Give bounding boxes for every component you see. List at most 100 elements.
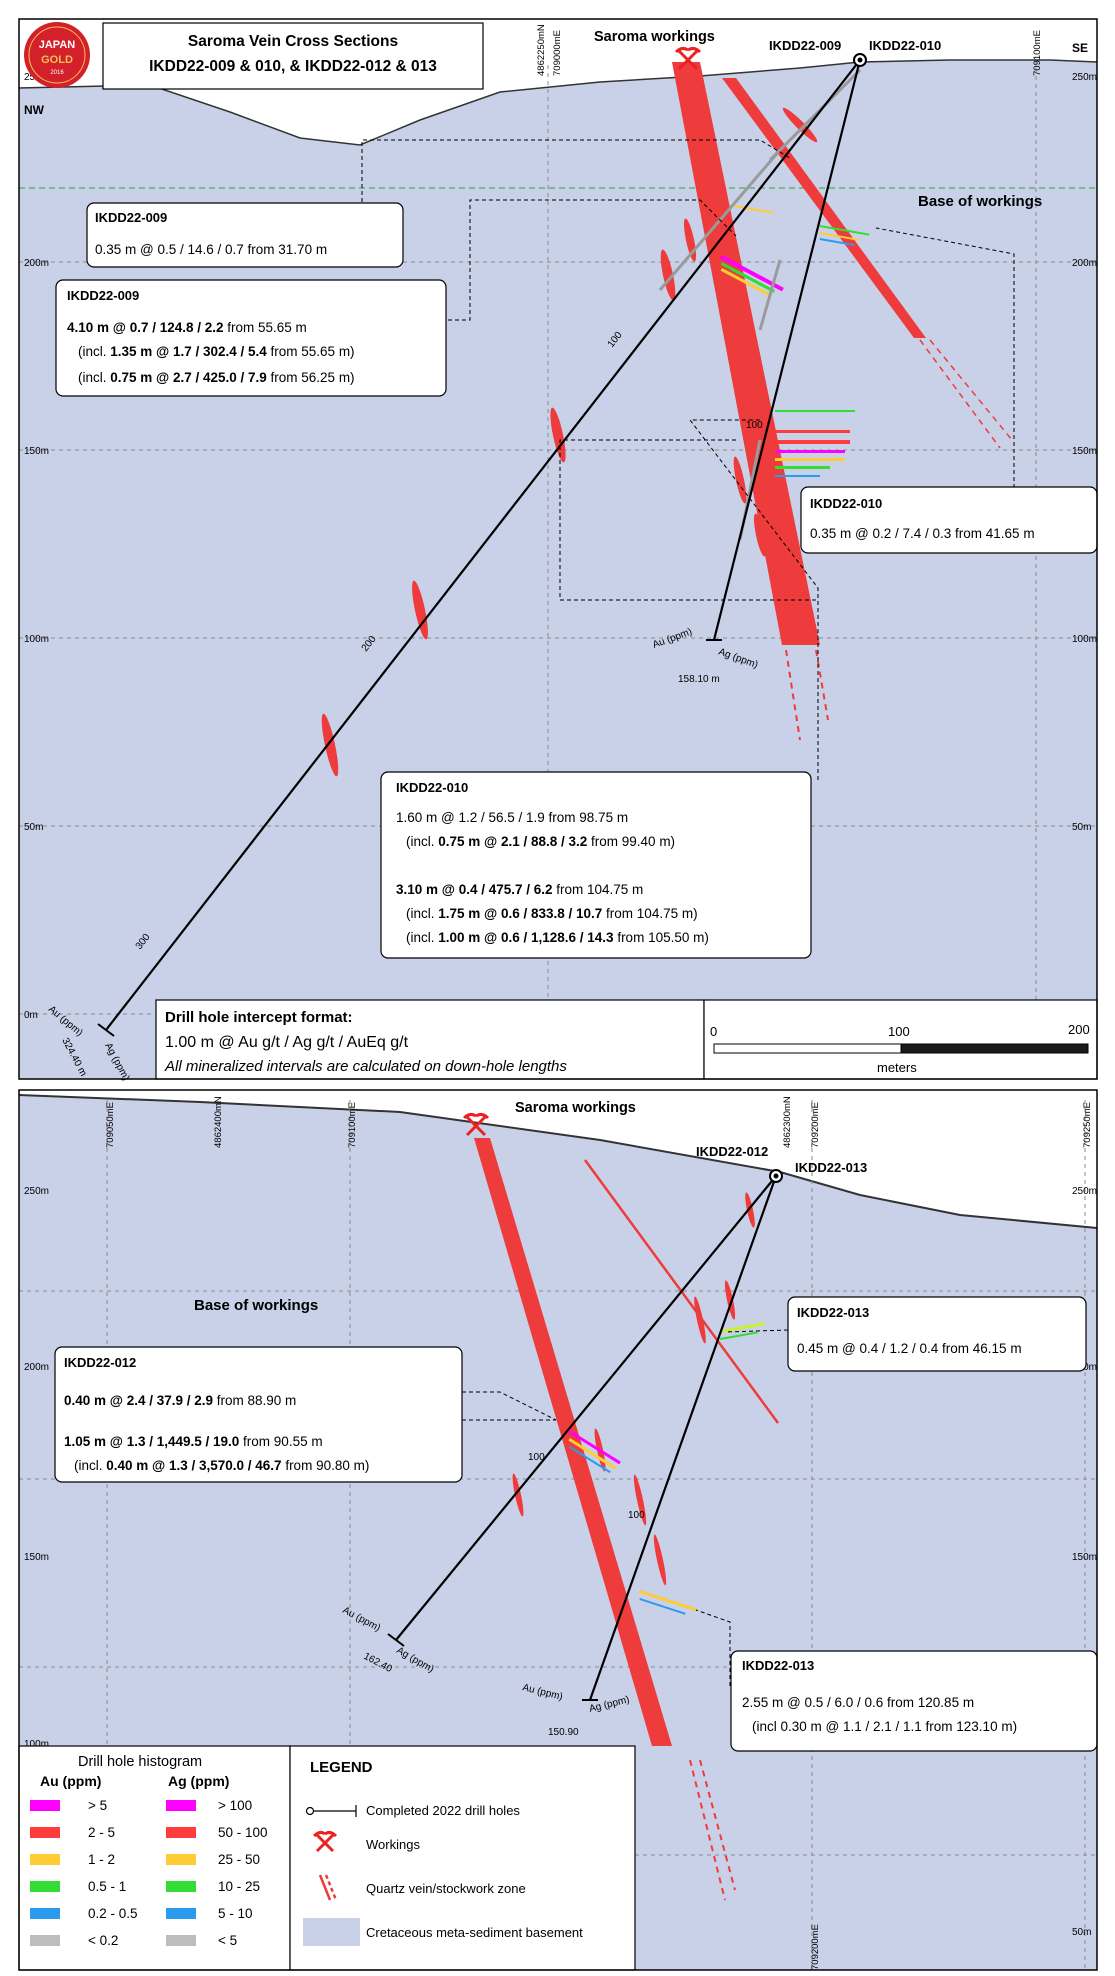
ag-range-label: 5 - 10 [218,1906,253,1921]
bottom-section: 250m 200m 150m 100m 250m 200m 150m 50m 7… [18,1089,1098,1971]
top-histogram-bars [720,205,870,477]
callout-ikdd22-009-b: IKDD22-009 4.10 m @ 0.7 / 124.8 / 2.2 fr… [55,279,447,397]
histogram-legend: Drill hole histogram Au (ppm) Ag (ppm) >… [18,1745,291,1971]
au-range-label: > 5 [88,1798,107,1813]
au-swatch [30,1800,60,1811]
logo-text: JAPAN [39,39,76,51]
elev-label: 50m [1072,1927,1091,1938]
au-range-label: < 0.2 [88,1933,118,1948]
ag-range-label: > 100 [218,1798,252,1813]
vein-extension [919,339,1001,449]
callout-row: 1.60 m @ 1.2 / 56.5 / 1.9 from 98.75 m [396,810,628,825]
elev-label: 50m [24,822,43,833]
top-elevations-right: 250m 200m 150m 100m 50m [1072,72,1097,833]
ag-range-label: 25 - 50 [218,1852,260,1867]
callout-title: IKDD22-010 [396,780,468,795]
elev-label: 50m [1072,822,1091,833]
ag-header: Ag (ppm) [168,1773,229,1789]
callout-ikdd22-013-a: IKDD22-013 0.45 m @ 0.4 / 1.2 / 0.4 from… [787,1296,1087,1372]
callout-row: (incl 0.30 m @ 1.1 / 2.1 / 1.1 from 123.… [752,1719,1017,1734]
elev-label: 100m [1072,634,1097,645]
callout-title: IKDD22-010 [810,496,882,511]
top-section: 250m 200m 150m 100m 50m 0m 250m 200m 150… [18,18,1098,1083]
secondary-vein-zone [722,78,926,338]
depth-tick: 100 [528,1452,545,1463]
workings-label: Saroma workings [515,1100,636,1116]
coord-label: 4862300mN [782,1096,793,1148]
coord-label: 709250mE [1082,1102,1093,1148]
workings-label: Saroma workings [594,29,715,45]
vein-extension [699,1759,736,1891]
callout-row: 0.40 m @ 2.4 / 37.9 / 2.9 from 88.90 m [64,1393,296,1408]
callout-row: (incl. 1.75 m @ 0.6 / 833.8 / 10.7 from … [406,906,698,921]
top-frame [18,18,1098,1080]
callout-row: (incl. 0.40 m @ 1.3 / 3,570.0 / 46.7 fro… [74,1458,369,1473]
coord-label: 709100mE [347,1102,358,1148]
topography-line [18,1094,1098,1229]
callout-row: (incl. 1.35 m @ 1.7 / 302.4 / 5.4 from 5… [78,344,355,359]
legend-title: LEGEND [310,1759,373,1776]
hole-end-depth: 158.10 m [678,674,720,685]
elev-label: 250m [1072,72,1097,83]
nw-label: NW [24,103,45,117]
coord-label: 709100mE [1032,30,1043,76]
ag-range-label: 50 - 100 [218,1825,268,1840]
callout-line: 0.45 m @ 0.4 / 1.2 / 0.4 from 46.15 m [797,1341,1022,1356]
elev-label: 150m [1072,1552,1097,1563]
main-legend: LEGEND Completed 2022 drill holes Workin… [289,1745,636,1971]
elev-label: 150m [24,1552,49,1563]
base-of-workings-label: Base of workings [918,193,1042,210]
legend-workings-icon [312,1830,338,1853]
legend-item: Completed 2022 drill holes [366,1803,520,1818]
format-line: 1.00 m @ Au g/t / Ag g/t / AuEq g/t [165,1034,409,1051]
ag-swatch [166,1908,196,1919]
au-range-label: 1 - 2 [88,1852,115,1867]
elev-label: 0m [24,1010,38,1021]
collar-label: IKDD22-009 [769,38,841,53]
collar-label: IKDD22-012 [696,1144,768,1159]
callout-leaders-bottom [462,1329,789,1686]
histogram-title: Drill hole histogram [78,1754,202,1770]
vein-lenses [321,107,818,777]
collar-dot [857,57,863,63]
main-vein-zone [672,62,820,645]
elev-label: 100m [24,1739,49,1750]
au-range-label: 0.2 - 0.5 [88,1906,138,1921]
elev-label: 250m [1072,1186,1097,1197]
workings-icon [462,1112,490,1137]
au-range-label: 0.5 - 1 [88,1879,126,1894]
callout-row: 1.05 m @ 1.3 / 1,449.5 / 19.0 from 90.55… [64,1434,323,1449]
logo-text: GOLD [41,54,73,66]
workings-icon [674,46,702,71]
japan-gold-logo: JAPAN GOLD 2016 [24,22,90,88]
vein-extension [815,649,829,721]
drill-hole-ikdd22-012 [395,1175,777,1641]
format-title: Drill hole intercept format: [165,1009,353,1026]
elev-label: 200m [24,258,49,269]
callout-line: 0.35 m @ 0.5 / 14.6 / 0.7 from 31.70 m [95,242,327,257]
ag-range-label: 10 - 25 [218,1879,260,1894]
legend-item: Quartz vein/stockwork zone [366,1881,526,1896]
base-of-workings-label: Base of workings [194,1297,318,1314]
callout-line: 0.35 m @ 0.2 / 7.4 / 0.3 from 41.65 m [810,526,1035,541]
title-box [102,22,484,90]
au-swatch [30,1908,60,1919]
title-line-2: IKDD22-009 & 010, & IKDD22-012 & 013 [149,58,437,75]
callout-row: (incl. 0.75 m @ 2.1 / 88.8 / 3.2 from 99… [406,834,675,849]
legend-vein-symbol [318,1874,338,1901]
hole-end-cap [387,1633,405,1647]
format-note: All mineralized intervals are calculated… [164,1058,567,1075]
callout-row: 4.10 m @ 0.7 / 124.8 / 2.2 from 55.65 m [67,320,307,335]
callout-title: IKDD22-013 [797,1305,869,1320]
ag-range-label: < 5 [218,1933,237,1948]
scale-unit: meters [877,1060,917,1075]
ag-swatch [166,1935,196,1946]
callout-row: 3.10 m @ 0.4 / 475.7 / 6.2 from 104.75 m [396,882,643,897]
callout-ikdd22-012: IKDD22-012 0.40 m @ 2.4 / 37.9 / 2.9 fro… [54,1346,463,1483]
coord-label: 4862400mN [213,1096,224,1148]
depth-tick: 100 [628,1510,645,1521]
callout-ikdd22-010-b: IKDD22-010 1.60 m @ 1.2 / 56.5 / 1.9 fro… [380,771,812,959]
